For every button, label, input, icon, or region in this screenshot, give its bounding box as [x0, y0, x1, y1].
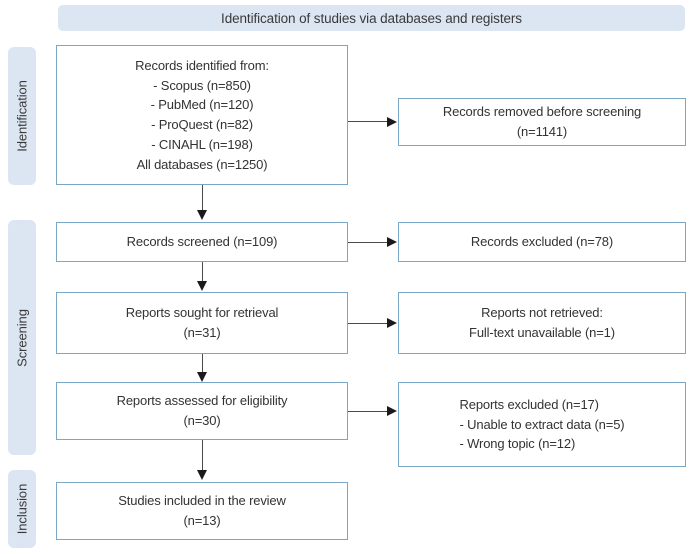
- node-reports-assessed-text: Reports assessed for eligibility (n=30): [116, 393, 288, 428]
- node-records-identified: Records identified from: - Scopus (n=850…: [56, 45, 348, 185]
- diagram-header-banner: Identification of studies via databases …: [58, 5, 685, 31]
- stage-label-screening-text: Screening: [14, 308, 30, 367]
- node-records-screened: Records screened (n=109): [56, 222, 348, 262]
- edge-sought-to-assessed: [202, 354, 204, 375]
- node-reports-assessed: Reports assessed for eligibility (n=30): [56, 382, 348, 440]
- edge-identified-to-screened: [202, 185, 204, 211]
- edge-identified-to-removed-arrowhead: [387, 116, 397, 127]
- node-records-screened-text: Records screened (n=109): [126, 234, 278, 250]
- stage-label-identification: Identification: [8, 47, 36, 185]
- edge-screened-to-excluded: [348, 241, 388, 243]
- node-records-removed-text: Records removed before screening (n=1141…: [442, 104, 642, 139]
- node-reports-sought: Reports sought for retrieval (n=31): [56, 292, 348, 354]
- node-records-removed: Records removed before screening (n=1141…: [398, 98, 686, 146]
- stage-label-identification-text: Identification: [14, 80, 30, 152]
- edge-sought-to-assessed-arrowhead: [197, 372, 208, 382]
- node-reports-sought-text: Reports sought for retrieval (n=31): [125, 305, 279, 340]
- node-reports-not-retrieved: Reports not retrieved: Full-text unavail…: [398, 292, 686, 354]
- node-reports-excluded-text: Reports excluded (n=17) - Unable to extr…: [459, 396, 625, 452]
- edge-screened-to-sought: [202, 262, 204, 283]
- edge-assessed-to-included: [202, 440, 204, 472]
- stage-label-inclusion: Inclusion: [8, 470, 36, 548]
- edge-sought-to-notretrieved-arrowhead: [387, 318, 397, 328]
- edge-assessed-to-excluded: [348, 410, 388, 412]
- edge-assessed-to-excluded-arrowhead: [387, 406, 397, 416]
- node-reports-not-retrieved-text: Reports not retrieved: Full-text unavail…: [469, 305, 615, 340]
- stage-label-screening: Screening: [8, 220, 36, 455]
- node-records-excluded-text: Records excluded (n=78): [470, 234, 614, 250]
- node-records-identified-text: Records identified from: - Scopus (n=850…: [135, 57, 269, 172]
- edge-identified-to-removed: [348, 121, 388, 123]
- node-records-excluded: Records excluded (n=78): [398, 222, 686, 262]
- edge-assessed-to-included-arrowhead: [197, 470, 208, 480]
- edge-sought-to-notretrieved: [348, 322, 388, 324]
- edge-identified-to-screened-arrowhead: [197, 210, 208, 220]
- node-studies-included-text: Studies included in the review (n=13): [118, 493, 286, 528]
- edge-screened-to-excluded-arrowhead: [387, 237, 397, 247]
- node-studies-included: Studies included in the review (n=13): [56, 482, 348, 540]
- edge-screened-to-sought-arrowhead: [197, 281, 208, 291]
- stage-label-inclusion-text: Inclusion: [14, 483, 30, 535]
- diagram-title: Identification of studies via databases …: [221, 10, 522, 26]
- node-reports-excluded: Reports excluded (n=17) - Unable to extr…: [398, 382, 686, 467]
